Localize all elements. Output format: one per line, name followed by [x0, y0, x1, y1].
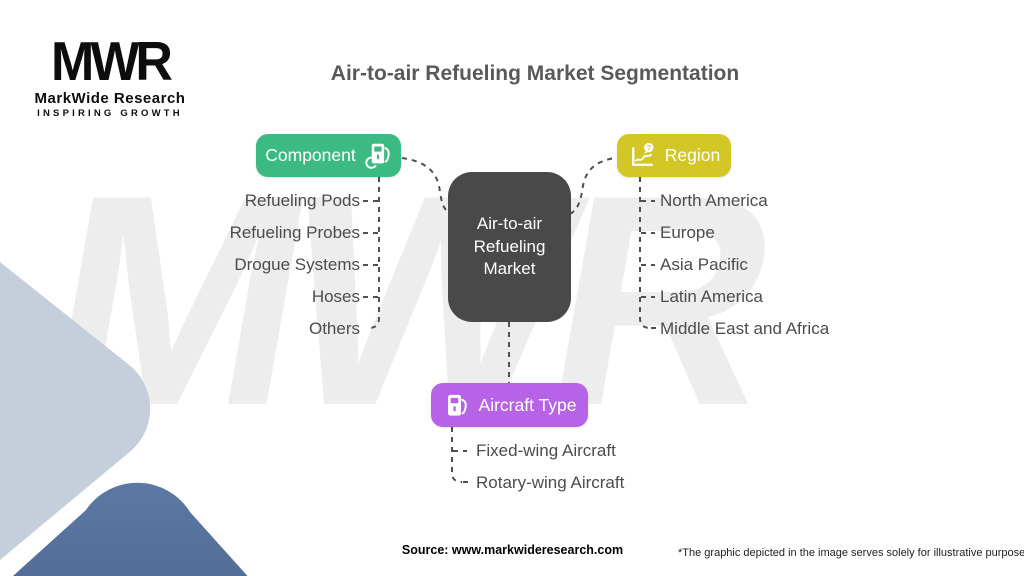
light-diagonal-shape: [0, 262, 151, 560]
logo-tagline: INSPIRING GROWTH: [37, 108, 183, 119]
logo-name: MarkWide Research: [34, 90, 186, 107]
list-item: North America: [660, 191, 768, 210]
source-text: Source: www.markwideresearch.com: [401, 543, 624, 557]
list-item: Others: [308, 319, 360, 338]
component-badge[interactable]: Component: [256, 134, 401, 177]
central-market-node-label: Air-to-air Refueling Market: [473, 214, 546, 279]
page-title: Air-to-air Refueling Market Segmentation: [330, 62, 740, 85]
list-item: Refueling Pods: [244, 191, 360, 210]
fuel-pump-refresh-icon: [365, 142, 392, 169]
list-item: Europe: [660, 223, 715, 242]
region-badge-label: Region: [664, 145, 721, 165]
disclaimer-text: *The graphic depicted in the image serve…: [678, 547, 1024, 559]
chart-question-icon: ?: [628, 142, 656, 170]
list-item: Hoses: [311, 287, 360, 306]
central-market-node[interactable]: Air-to-air Refueling Market: [448, 172, 571, 322]
list-item: Latin America: [660, 287, 763, 306]
list-item: Fixed-wing Aircraft: [476, 441, 616, 460]
svg-text:?: ?: [646, 143, 651, 152]
fuel-pump-icon: [443, 392, 470, 419]
logo-mark: MWR: [51, 31, 173, 93]
region-badge[interactable]: ? Region: [617, 134, 731, 177]
list-item: Refueling Probes: [229, 223, 360, 242]
dark-diagonal-shape: [12, 482, 248, 576]
list-item: Middle East and Africa: [660, 319, 830, 338]
list-item: Drogue Systems: [234, 255, 360, 274]
list-item: Asia Pacific: [660, 255, 748, 274]
list-item: Rotary-wing Aircraft: [476, 473, 625, 492]
markwide-logo: MWR MarkWide Research INSPIRING GROWTH: [30, 31, 190, 119]
aircraft-type-badge[interactable]: Aircraft Type: [431, 383, 588, 427]
aircraft-type-badge-label: Aircraft Type: [478, 394, 577, 415]
component-badge-label: Component: [265, 145, 356, 165]
